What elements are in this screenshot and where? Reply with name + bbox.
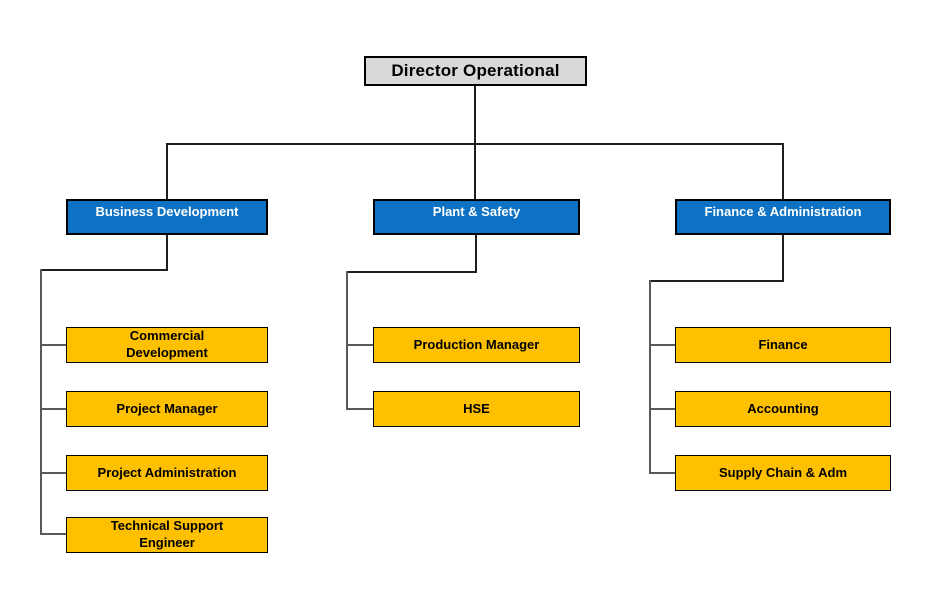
connector-ps-elbow bbox=[346, 271, 477, 273]
node-label: Finance & Administration bbox=[704, 204, 862, 219]
node-label: HSE bbox=[463, 400, 490, 416]
connector-fa-stub-3 bbox=[649, 472, 675, 474]
node-director-operational: Director Operational bbox=[364, 56, 587, 86]
node-finance-administration: Finance & Administration bbox=[675, 199, 891, 235]
node-business-development: Business Development bbox=[66, 199, 268, 235]
connector-ps-stub-1 bbox=[346, 344, 373, 346]
node-production-manager: Production Manager bbox=[373, 327, 580, 363]
node-label: Commercial Development bbox=[126, 328, 208, 360]
node-label: Production Manager bbox=[413, 336, 540, 352]
connector-drop-finance-administration bbox=[782, 143, 784, 199]
connector-fa-stub-2 bbox=[649, 408, 675, 410]
connector-bd-stub-2 bbox=[40, 408, 66, 410]
connector-fa-drop bbox=[782, 235, 784, 282]
connector-fa-stub-1 bbox=[649, 344, 675, 346]
node-label: Plant & Safety bbox=[432, 204, 521, 219]
connector-ps-spine bbox=[346, 271, 348, 410]
node-label: Finance bbox=[758, 336, 808, 352]
connector-bd-drop bbox=[166, 235, 168, 271]
connector-drop-business-development bbox=[166, 143, 168, 199]
connector-bd-stub-3 bbox=[40, 472, 66, 474]
connector-bd-elbow bbox=[40, 269, 168, 271]
node-accounting: Accounting bbox=[675, 391, 891, 427]
node-label: Supply Chain & Adm bbox=[718, 464, 848, 480]
connector-main-horizontal bbox=[166, 143, 784, 145]
node-label: Project Administration bbox=[97, 464, 237, 480]
node-label: Project Manager bbox=[116, 400, 218, 416]
node-supply-chain-adm: Supply Chain & Adm bbox=[675, 455, 891, 491]
node-commercial-development: Commercial Development bbox=[66, 327, 268, 363]
connector-ps-drop bbox=[475, 235, 477, 273]
node-label: Business Development bbox=[95, 204, 239, 219]
node-finance: Finance bbox=[675, 327, 891, 363]
connector-bd-stub-1 bbox=[40, 344, 66, 346]
node-plant-safety: Plant & Safety bbox=[373, 199, 580, 235]
connector-bd-spine bbox=[40, 269, 42, 535]
node-label: Technical Support Engineer bbox=[110, 518, 224, 550]
connector-root-drop bbox=[474, 86, 476, 199]
connector-fa-spine bbox=[649, 280, 651, 474]
node-label: Director Operational bbox=[391, 61, 560, 80]
connector-ps-stub-2 bbox=[346, 408, 373, 410]
node-label: Accounting bbox=[747, 400, 819, 416]
connector-bd-stub-4 bbox=[40, 533, 66, 535]
node-technical-support-engineer: Technical Support Engineer bbox=[66, 517, 268, 553]
node-project-manager: Project Manager bbox=[66, 391, 268, 427]
node-hse: HSE bbox=[373, 391, 580, 427]
node-project-administration: Project Administration bbox=[66, 455, 268, 491]
connector-fa-elbow bbox=[649, 280, 784, 282]
